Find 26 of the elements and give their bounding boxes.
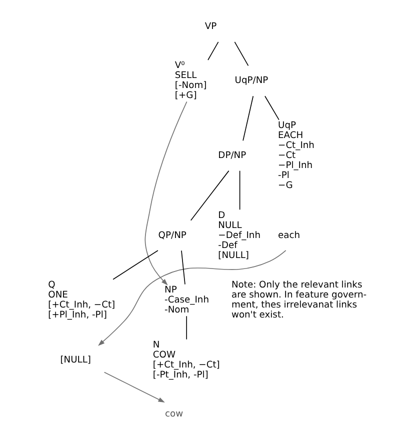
node-text: DP/NP <box>218 150 246 161</box>
arrow <box>98 250 286 346</box>
node-text: D NULL −Def_Inh -Def [NULL] <box>218 210 261 261</box>
node-text: VP <box>204 22 217 32</box>
connector <box>234 42 249 66</box>
label: Note: Only the relevant links are shown. In feature govern- ment, thes irrelevanat links won't exist. <box>231 280 367 321</box>
connector <box>242 96 254 142</box>
arrow <box>144 101 188 286</box>
connector <box>208 42 219 60</box>
node-text: cow <box>164 410 184 420</box>
connector <box>239 170 240 210</box>
connector <box>181 250 186 285</box>
connector <box>112 250 158 280</box>
node-text: QP/NP <box>158 230 186 241</box>
node-text: NP -Case_Inh -Nom <box>164 286 210 316</box>
connector <box>190 170 230 221</box>
node-text: V⁰ SELL [-Nom] [+G] <box>174 61 207 102</box>
connector <box>186 316 187 340</box>
arrow <box>104 372 165 403</box>
node-text: N COW [+Ct_Inh, −Ct] [-Pt_Inh, -Pl] <box>152 340 220 380</box>
node-text: UqP/NP <box>234 76 268 86</box>
node-text: each <box>278 230 300 241</box>
connector <box>264 96 280 120</box>
node-text: UqP EACH −Ct_Inh −Ct −Pl_Inh -Pl −G <box>278 121 314 191</box>
node-text: Q ONE [+Ct_Inh, −Ct] [+Pl_Inh, -Pl] <box>48 280 116 321</box>
node-text: [NULL] <box>60 356 92 366</box>
